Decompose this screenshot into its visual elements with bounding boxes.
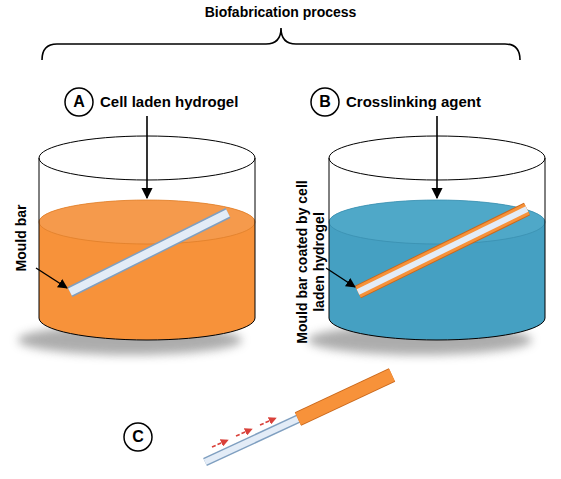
- step-circle: C: [123, 422, 153, 452]
- circle-shape: [311, 88, 339, 116]
- beaker-base: [329, 318, 545, 340]
- reagent-label: Cell laden hydrogel: [100, 93, 300, 111]
- hydrogel-tube: [298, 375, 392, 419]
- tube-edge: [298, 375, 392, 419]
- beaker-wall: [545, 158, 546, 318]
- motion-arrow: [260, 418, 276, 425]
- hydrogel-liquid: [39, 200, 255, 340]
- leader-arrow: [146, 116, 148, 198]
- leader-arrow: [436, 116, 438, 198]
- reagent-label: Crosslinking agent: [346, 93, 546, 111]
- coating-edge: [358, 209, 527, 292]
- part-label: Mould bar coated by cell laden hydrogel: [294, 173, 328, 351]
- part-label: Mould bar: [13, 183, 30, 293]
- beaker-wall: [39, 158, 40, 318]
- step-circle: A: [64, 87, 94, 117]
- crosslinker-liquid: [329, 200, 545, 340]
- mould-bar-edge: [70, 213, 228, 292]
- mould-bar: [70, 213, 228, 292]
- hydrogel-coating: [358, 209, 527, 292]
- panel-letter: B: [310, 87, 340, 117]
- panel-letter: C: [123, 422, 153, 452]
- motion-arrow: [212, 440, 228, 447]
- motion-arrow: [236, 429, 252, 436]
- beaker-wall: [329, 158, 330, 318]
- circle-shape: [65, 88, 93, 116]
- leader-arrow: [36, 268, 67, 288]
- beaker-base: [39, 318, 255, 340]
- mould-bar: [358, 209, 527, 292]
- mould-bar-edge: [205, 417, 302, 462]
- mould-bar: [205, 417, 302, 462]
- step-circle: B: [310, 87, 340, 117]
- curly-brace: [42, 28, 520, 60]
- leader-arrow: [326, 268, 355, 287]
- circle-shape: [124, 423, 152, 451]
- panel-letter: A: [64, 87, 94, 117]
- diagram-title: Biofabrication process: [0, 4, 561, 21]
- beaker-wall: [255, 158, 256, 318]
- liquid-surface: [39, 200, 255, 244]
